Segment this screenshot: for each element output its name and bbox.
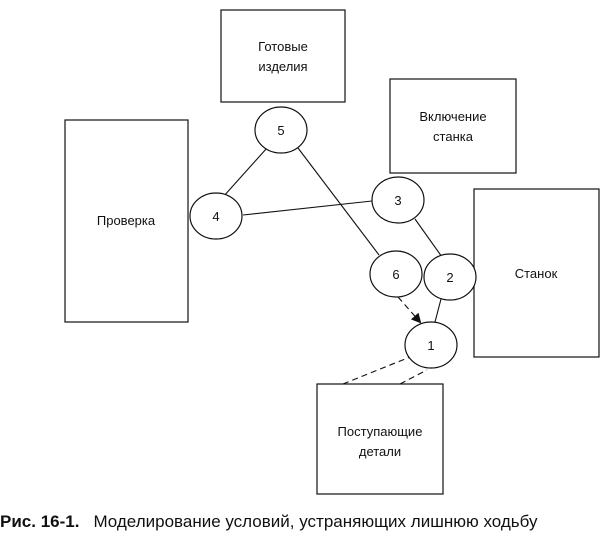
edge-6-1-dashed-arrow — [397, 296, 422, 324]
box-machine-start-label-line2: станка — [433, 129, 474, 144]
edge-3-2 — [414, 218, 443, 258]
node-6-label: 6 — [392, 267, 399, 282]
box-finished-goods-label-line2: изделия — [258, 59, 307, 74]
box-machine: Станок — [473, 188, 600, 358]
edge-incoming-1-dashed-right — [399, 369, 428, 385]
walking-diagram: Готовые изделия Включение станка Проверк… — [64, 9, 600, 495]
box-incoming-parts-label-line2: детали — [359, 444, 401, 459]
node-2-label: 2 — [446, 270, 453, 285]
edge-2-1 — [434, 298, 442, 323]
node-3: 3 — [371, 176, 425, 224]
edge-5-6 — [297, 147, 380, 256]
box-incoming-parts: Поступающие детали — [316, 383, 444, 495]
figure-number: Рис. 16-1. — [0, 512, 80, 531]
node-3-label: 3 — [394, 193, 401, 208]
box-machine-start: Включение станка — [389, 78, 517, 174]
edge-5-4 — [222, 147, 268, 198]
box-machine-start-label-line1: Включение — [419, 109, 486, 124]
node-1: 1 — [404, 321, 458, 369]
node-2: 2 — [423, 253, 477, 301]
node-1-label: 1 — [427, 338, 434, 353]
figure-caption: Рис. 16-1. Моделирование условий, устраня… — [0, 512, 611, 532]
node-6: 6 — [369, 250, 423, 298]
box-finished-goods: Готовые изделия — [220, 9, 346, 103]
figure-caption-text: Моделирование условий, устраняющих лишню… — [93, 512, 538, 531]
node-4: 4 — [189, 192, 243, 240]
box-machine-label: Станок — [515, 266, 558, 281]
edge-4-3 — [242, 200, 373, 216]
node-4-label: 4 — [212, 209, 219, 224]
box-finished-goods-label-line1: Готовые — [258, 39, 308, 54]
node-5-label: 5 — [277, 123, 284, 138]
box-inspection-label: Проверка — [97, 213, 156, 228]
node-5: 5 — [254, 106, 308, 154]
edge-incoming-1-dashed-left — [342, 356, 411, 385]
box-inspection: Проверка — [64, 119, 189, 323]
box-incoming-parts-label-line1: Поступающие — [338, 424, 423, 439]
